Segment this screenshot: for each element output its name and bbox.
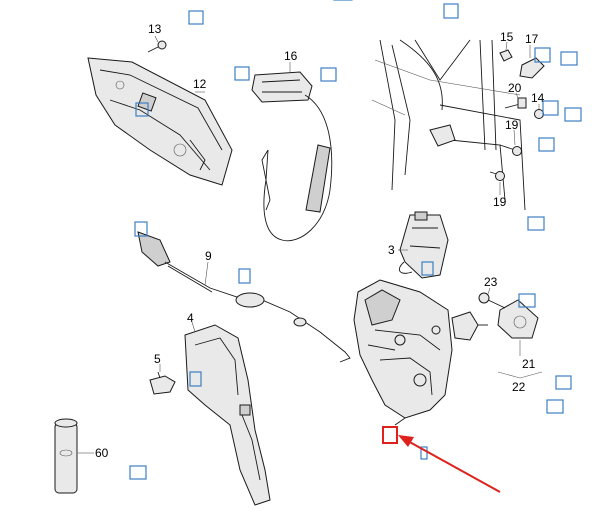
part-23-screw[interactable] bbox=[478, 292, 506, 309]
callout-16: 16 bbox=[284, 49, 298, 63]
hotspot[interactable] bbox=[518, 293, 536, 308]
part-60-canister[interactable] bbox=[54, 418, 78, 494]
callout-20: 20 bbox=[508, 81, 522, 95]
part-17-cap[interactable] bbox=[519, 57, 545, 79]
callout-22: 22 bbox=[512, 380, 526, 394]
part-15-washer[interactable] bbox=[499, 49, 513, 62]
door-lock-assembly[interactable] bbox=[353, 279, 488, 426]
callout-4: 4 bbox=[187, 311, 194, 325]
part-14-nut[interactable] bbox=[534, 109, 544, 119]
callout-19b: 19 bbox=[493, 195, 507, 209]
callout-60: 60 bbox=[95, 446, 109, 460]
callout-17: 17 bbox=[525, 32, 539, 46]
hotspot[interactable] bbox=[134, 221, 148, 237]
part-5-clip[interactable] bbox=[149, 371, 176, 395]
door-frame-section bbox=[371, 39, 526, 211]
callout-19a: 19 bbox=[505, 118, 519, 132]
hotspot[interactable] bbox=[420, 446, 428, 460]
part-19-bolt-b[interactable] bbox=[489, 171, 505, 181]
callout-12: 12 bbox=[193, 77, 207, 91]
hotspot[interactable] bbox=[189, 371, 202, 387]
callout-13: 13 bbox=[148, 22, 162, 36]
leader-9 bbox=[204, 261, 209, 286]
highlight-arrow bbox=[405, 439, 501, 493]
leader-20 bbox=[515, 92, 519, 99]
part-12-handle-carrier[interactable] bbox=[87, 57, 233, 186]
part-19-bolt-a[interactable] bbox=[499, 144, 522, 156]
callout-21: 21 bbox=[522, 357, 536, 371]
hotspot[interactable] bbox=[443, 3, 459, 19]
hotspot[interactable] bbox=[135, 102, 149, 117]
hotspot[interactable] bbox=[564, 107, 582, 122]
leader-19a bbox=[513, 129, 516, 146]
hotspot[interactable] bbox=[320, 67, 337, 82]
part-3-bracket[interactable] bbox=[398, 211, 449, 279]
leader-15 bbox=[505, 41, 508, 51]
leader-23 bbox=[487, 287, 491, 295]
callout-15: 15 bbox=[500, 30, 514, 44]
arrow-head-icon bbox=[398, 435, 414, 447]
hotspot[interactable] bbox=[546, 399, 564, 414]
leader-4 bbox=[191, 321, 196, 333]
part-13-screw[interactable] bbox=[147, 40, 167, 53]
hotspot[interactable] bbox=[560, 51, 578, 66]
part-21-catch-plate[interactable] bbox=[497, 299, 539, 339]
part-16-release-handle[interactable] bbox=[251, 71, 333, 242]
hotspot[interactable] bbox=[542, 100, 559, 116]
part-4-cover[interactable] bbox=[184, 324, 271, 506]
hotspot[interactable] bbox=[534, 47, 551, 63]
hotspot[interactable] bbox=[555, 375, 572, 390]
hotspot[interactable] bbox=[538, 137, 555, 152]
part-20-screw[interactable] bbox=[504, 97, 527, 109]
leader-13 bbox=[154, 35, 159, 43]
hotspot[interactable] bbox=[421, 261, 434, 276]
part-9-cable[interactable] bbox=[137, 231, 351, 363]
callout-23: 23 bbox=[484, 275, 498, 289]
hotspot[interactable] bbox=[234, 66, 250, 81]
callout-5: 5 bbox=[154, 352, 161, 366]
leader-22-bracket bbox=[497, 371, 543, 379]
hotspot[interactable] bbox=[129, 465, 147, 480]
callout-14: 14 bbox=[531, 91, 545, 105]
hotspot[interactable] bbox=[527, 216, 545, 231]
callout-9: 9 bbox=[205, 249, 212, 263]
highlighted-hotspot[interactable] bbox=[382, 426, 398, 444]
callout-3: 3 bbox=[388, 243, 395, 257]
hotspot[interactable] bbox=[238, 268, 251, 284]
hotspot[interactable] bbox=[188, 10, 204, 25]
